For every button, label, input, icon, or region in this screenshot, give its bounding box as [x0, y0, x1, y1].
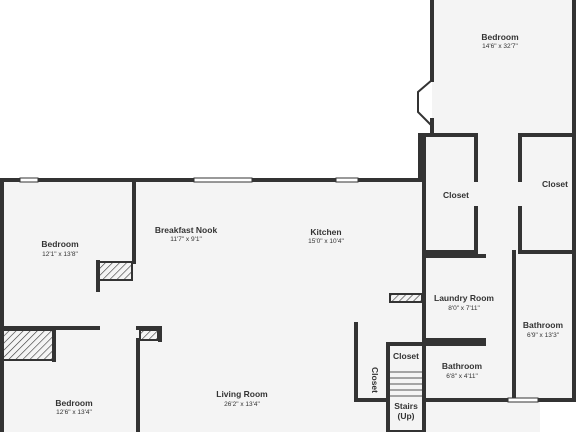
wall-closet-right-2 — [518, 206, 576, 254]
wall-outer-top — [0, 178, 422, 432]
room-name-laundry-room: Laundry Room — [434, 293, 494, 303]
hatched-blocks — [1, 261, 423, 361]
hatch-block-2 — [1, 329, 55, 361]
wall-closet-left-2 — [422, 133, 478, 254]
room-name-bedroom-left: Bedroom — [41, 239, 79, 249]
wall-laundry — [422, 250, 486, 342]
room-name-bedroom-bottom-left: Bedroom — [55, 398, 93, 408]
room-name-closet-left: Closet — [443, 190, 469, 200]
window-3 — [335, 177, 359, 183]
room-name-closet-vertical: Closet — [370, 367, 380, 393]
room-name-breakfast-nook: Breakfast Nook — [155, 225, 218, 235]
room-dims-stairs: (Up) — [398, 411, 415, 421]
room-dims-bedroom-top-right: 14'6" x 32'7" — [482, 43, 518, 50]
room-name-bathroom-center: Bathroom — [442, 361, 483, 371]
room-dims-breakfast-nook: 11'7" x 9'1" — [170, 236, 202, 243]
room-name-closet-right: Closet — [542, 179, 568, 189]
hatch-block-3 — [139, 329, 159, 341]
room-name-bedroom-top-right: Bedroom — [481, 32, 519, 42]
wall-closet-right — [518, 133, 576, 182]
room-dims-bathroom-right: 6'9" x 13'3" — [527, 332, 560, 339]
room-dims-laundry-room: 8'0" x 7'11" — [448, 305, 480, 312]
wall-lower-divider — [136, 326, 162, 342]
room-name-living-room: Living Room — [216, 389, 268, 399]
wall-closet-small — [354, 322, 390, 402]
room-dims-bedroom-left: 12'1" x 13'8" — [42, 251, 78, 258]
bay-window — [417, 79, 433, 127]
room-name-kitchen: Kitchen — [310, 227, 341, 237]
windows — [19, 79, 539, 403]
room-name-stairs: Stairs — [394, 401, 418, 411]
room-dims-bedroom-bottom-left: 12'6" x 13'4" — [56, 409, 92, 416]
room-dims-kitchen: 15'0" x 10'4" — [308, 238, 344, 245]
window-1 — [19, 177, 39, 183]
window-2 — [193, 177, 253, 183]
room-dims-living-room: 26'2" x 13'4" — [224, 401, 260, 408]
wall-closet-left — [422, 133, 478, 182]
window-4 — [507, 397, 539, 403]
room-labels: Bedroom 14'6" x 32'7" Closet Closet Bedr… — [41, 32, 568, 421]
stairs-treads — [390, 371, 422, 397]
room-name-bathroom-right: Bathroom — [523, 320, 564, 330]
room-dims-bathroom-center: 6'8" x 4'11" — [446, 373, 478, 380]
room-name-closet-small: Closet — [393, 351, 419, 361]
hatch-block-4 — [389, 293, 423, 303]
hatch-block-1 — [97, 261, 133, 281]
